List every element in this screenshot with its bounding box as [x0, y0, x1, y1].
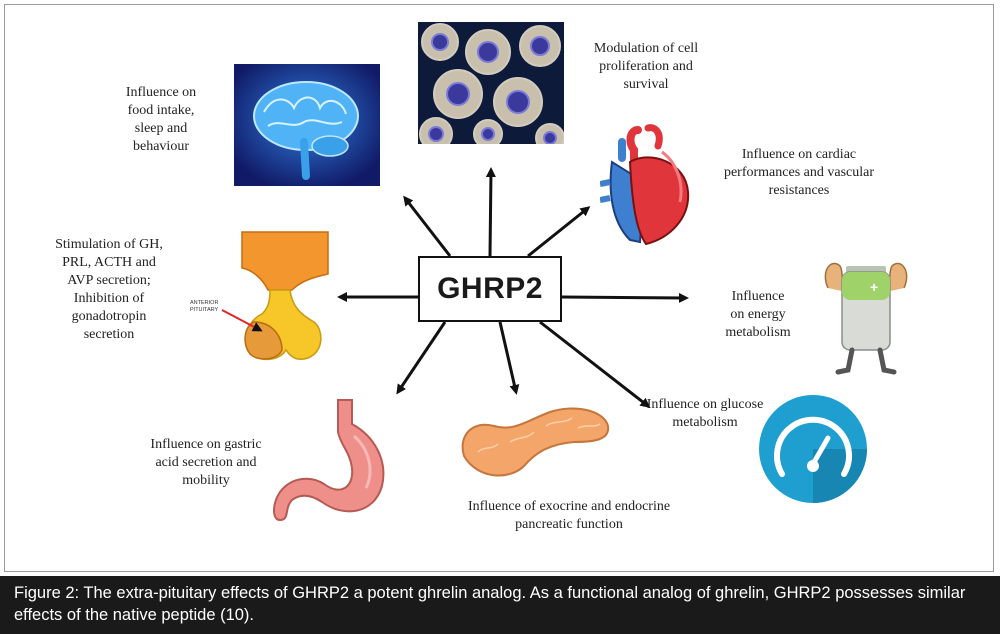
center-label: GHRP2 [437, 272, 543, 305]
heart-image [599, 122, 700, 248]
cells-icon [418, 22, 564, 144]
brain-icon [234, 64, 380, 186]
arrow-down [498, 321, 520, 395]
battery-mascot-icon: + [824, 262, 908, 375]
arrow-lower-left [396, 321, 447, 395]
gauge-image [758, 394, 868, 504]
label-energy: Influence on energy metabolism [725, 289, 791, 340]
pituitary-image: ANTERIOR PITUITARY [190, 226, 332, 366]
arrow-upper-right [527, 206, 591, 258]
arrow-upper-left [403, 195, 452, 257]
cells-image [418, 22, 564, 144]
arrows-layer [337, 167, 689, 408]
pituitary-tag: ANTERIOR PITUITARY [190, 300, 219, 313]
pancreas-icon [461, 407, 610, 477]
arrow-lower-right [539, 320, 651, 408]
stomach-icon [273, 399, 385, 522]
gauge-icon [759, 395, 867, 503]
label-glucose: Influence on glucose metabolism [646, 397, 764, 430]
pituitary-icon [221, 231, 329, 361]
battery-image: + [818, 252, 914, 376]
svg-text:+: + [870, 279, 878, 295]
label-cardiac: Influence on cardiac performances and va… [723, 147, 875, 198]
label-pituitary: Stimulation of GH, PRL, ACTH and AVP sec… [55, 237, 163, 342]
label-gastric: Influence on gastric acid secretion and … [150, 437, 262, 488]
arrow-up [485, 167, 496, 257]
pancreas-image [454, 396, 614, 482]
stomach-image [270, 396, 394, 526]
center-label-box: GHRP2 [418, 256, 562, 322]
heart-icon [599, 124, 690, 246]
label-food-intake: Influence on food intake, sleep and beha… [125, 85, 197, 154]
label-cell-proliferation: Modulation of cell proliferation and sur… [593, 41, 699, 92]
label-pancreas: Influence of exocrine and endocrine panc… [467, 499, 671, 532]
figure-caption: Figure 2: The extra-pituitary effects of… [0, 576, 1000, 634]
arrow-right [561, 292, 689, 303]
brain-image [234, 64, 380, 186]
